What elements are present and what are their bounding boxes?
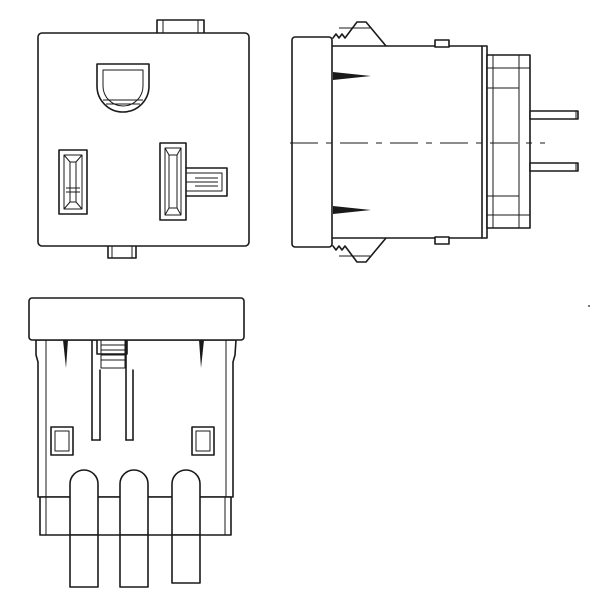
bottom-flange — [28, 297, 245, 341]
front-face-plate — [37, 32, 250, 247]
side-barb-bottom — [333, 206, 371, 214]
bottom-body — [35, 339, 237, 498]
bottom-window-right — [191, 426, 215, 456]
line-slot — [159, 142, 228, 221]
bottom-view — [28, 297, 245, 588]
side-front-flange — [291, 36, 333, 248]
bottom-pin-3 — [171, 534, 201, 584]
bottom-window-left — [50, 426, 74, 456]
side-pin-lower — [529, 162, 579, 172]
bottom-pin-1 — [69, 534, 99, 588]
bottom-barb-left — [63, 340, 68, 368]
bottom-terminal-hood-2 — [119, 469, 149, 536]
side-barb-top — [333, 72, 371, 80]
stray-dot — [588, 305, 590, 307]
neutral-slot — [58, 149, 88, 215]
front-view — [37, 19, 250, 259]
bottom-pin-2 — [119, 534, 149, 588]
bottom-barb-right — [199, 340, 204, 368]
side-pin-upper — [529, 110, 579, 120]
side-body — [330, 45, 488, 239]
side-view — [290, 21, 579, 263]
bottom-terminal-hood-1 — [69, 469, 99, 536]
side-bottom-latch — [332, 237, 387, 263]
side-terminal-block — [486, 54, 531, 229]
side-top-latch — [332, 21, 387, 47]
bottom-terminal-hood-3 — [171, 469, 201, 536]
ground-slot — [96, 63, 150, 113]
front-top-latch — [156, 19, 205, 35]
